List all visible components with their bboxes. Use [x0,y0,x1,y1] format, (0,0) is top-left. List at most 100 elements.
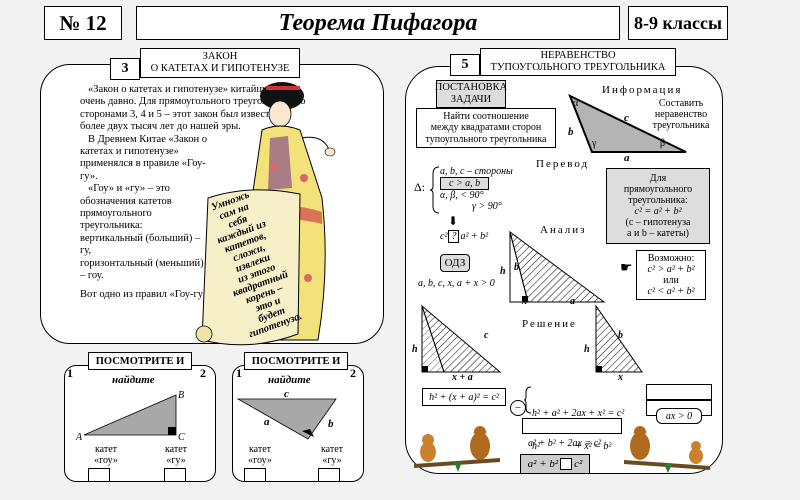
unknown-relation: c²?a² + b² [440,230,488,243]
unknown-left: c² [440,231,448,242]
rt-line: треугольника: [628,195,688,206]
label-xa-sol: x + a [452,372,473,383]
grade-badge: 8-9 классы [628,6,728,40]
info-text: Составить неравенство треугольника [640,98,722,131]
answer-box-gou[interactable] [88,468,110,482]
info-beta: β [660,138,666,149]
answer-box-gou-2[interactable] [244,468,266,482]
lesson-number-text: № 12 [59,10,107,35]
analysis-title: Анализ [540,224,587,236]
look-left-n2: 2 [200,366,206,380]
info-c: c [624,112,629,124]
label-c: c [284,388,289,400]
look-right-title-text: ПОСМОТРИТЕ И [251,355,341,367]
label-x: x [522,296,527,307]
look-right-leg2: катет «гу» [320,444,344,466]
info-text-line: треугольника [652,120,710,131]
page-title-text: Теорема Пифагора [278,9,478,36]
pointing-hand-icon: ☛ [620,261,633,276]
system-line-1: h² + a² + 2ax + x² = c² [532,408,625,419]
ax-positive: ax > 0 [656,408,702,424]
right-title-line-2: ТУПОУГОЛЬНОГО ТРЕУГОЛЬНИКА [490,62,666,73]
look-right-n2: 2 [350,366,356,380]
label-h: h [500,266,506,277]
arrow-down-icon: ⬇ [448,214,459,228]
grade-text: 8-9 классы [634,12,722,33]
label-a: a [264,416,270,428]
possible-line: или [663,275,679,286]
seesaw-animals-left [414,426,500,472]
answer-input-3[interactable] [522,418,622,434]
left-section-number: 3 [110,58,140,80]
left-section-number-text: 3 [121,61,129,76]
answer-input-1[interactable] [646,384,712,400]
law-para-2: В Древнем Китае «Закон о катетах и гипот… [80,133,207,182]
law-para-6: Вот одно из правил «Гоу-гу»: [80,288,212,300]
problem-title-line: ПОСТАНОВКА [434,82,508,93]
info-text-line: неравенство [654,109,708,120]
rt-line: (c – гипотенуза [625,217,691,228]
system: h² + a² + 2ax + x² = c² h² + x² = b² [532,386,624,463]
label-a-analysis: a [570,296,575,307]
system-brace [524,386,532,414]
left-title-line-1: ЗАКОН [202,51,238,62]
law-para-3: «Гоу» и «гу» – это обозначения катетов п… [80,183,172,232]
problem-title-line: ЗАДАЧИ [450,94,492,105]
unknown-relation-box[interactable]: ? [448,230,460,243]
odz-button[interactable]: ОДЗ [440,254,470,272]
page-title: Теорема Пифагора [136,6,620,40]
seesaw-animals-right [624,426,710,473]
vertex-c: C [178,432,185,443]
odz-condition: a, b, c, x, a + x > 0 [418,278,495,289]
left-title-line-2: О КАТЕТАХ И ГИПОТЕНУЗЕ [150,63,290,74]
final-answer: a² + b² c² [520,454,590,474]
info-text-line: Составить [658,98,704,109]
right-section-title: НЕРАВЕНСТВО ТУПОУГОЛЬНОГО ТРЕУГОЛЬНИКА [480,48,676,76]
condition-1: a, b, c – стороны [440,166,513,177]
look-left-title: ПОСМОТРИТЕ И [88,352,192,370]
final-answer-right: c² [574,458,583,470]
unknown-right: a² + b² [460,231,489,242]
label-b-analysis: b [514,262,519,273]
answer-box-gu-2[interactable] [318,468,340,482]
look-left-triangle [83,394,177,436]
look-left-leg1: катет «гоу» [94,444,118,466]
law-para-5: горизонтальный (меньший) – гоу. [80,257,204,282]
look-right-triangle [236,398,337,440]
label-c-sol: c [484,330,489,341]
info-gamma: γ [592,138,597,149]
rt-line: Для [649,173,667,184]
label-b-sol2: b [618,330,623,341]
vertex-b: B [178,390,185,401]
ax-positive-text: ax > 0 [665,410,693,422]
law-text: «Закон о катетах и гипотенузе» китайцы з… [80,84,306,301]
right-title-line-1: НЕРАВЕНСТВО [540,50,616,61]
translation-title: Перевод [536,158,590,170]
lesson-number: № 12 [44,6,122,40]
look-left-title-text: ПОСМОТРИТЕ И [95,355,185,367]
answer-box-gu[interactable] [164,468,186,482]
look-left-subtitle: найдите [112,374,155,386]
possible-box: Возможно: c² > a² + b² или c² < a² + b² [636,250,706,300]
info-alpha: α [573,98,579,109]
label-b: b [328,418,334,430]
equation-1-text: h² + (x + a)² = c² [429,391,499,403]
conditions: a, b, c – стороны c > a, b α, β, < 90° γ… [440,166,513,212]
possible-line: c² > a² + b² [647,264,695,275]
condition-brace [430,166,440,214]
solution-triangle-right [595,304,643,373]
condition-4: γ > 90° [472,201,502,212]
analysis-triangle [509,230,606,303]
rt-line: прямоугольного [623,184,693,195]
left-section-title: ЗАКОН О КАТЕТАХ И ГИПОТЕНУЗЕ [140,48,300,78]
possible-line: Возможно: [647,253,695,264]
problem-text-line: тупоугольного треугольника [425,133,547,145]
delta-sign: Δ: [414,180,426,194]
solution-title: Решение [522,318,577,330]
label-x-sol2: x [618,372,623,383]
problem-title: ПОСТАНОВКА ЗАДАЧИ [434,80,508,108]
problem-text-line: между квадратами сторон [430,122,542,134]
condition-2: c > a, b [440,177,490,190]
look-left-n1: 1 [67,366,73,380]
final-answer-box[interactable] [560,458,573,470]
